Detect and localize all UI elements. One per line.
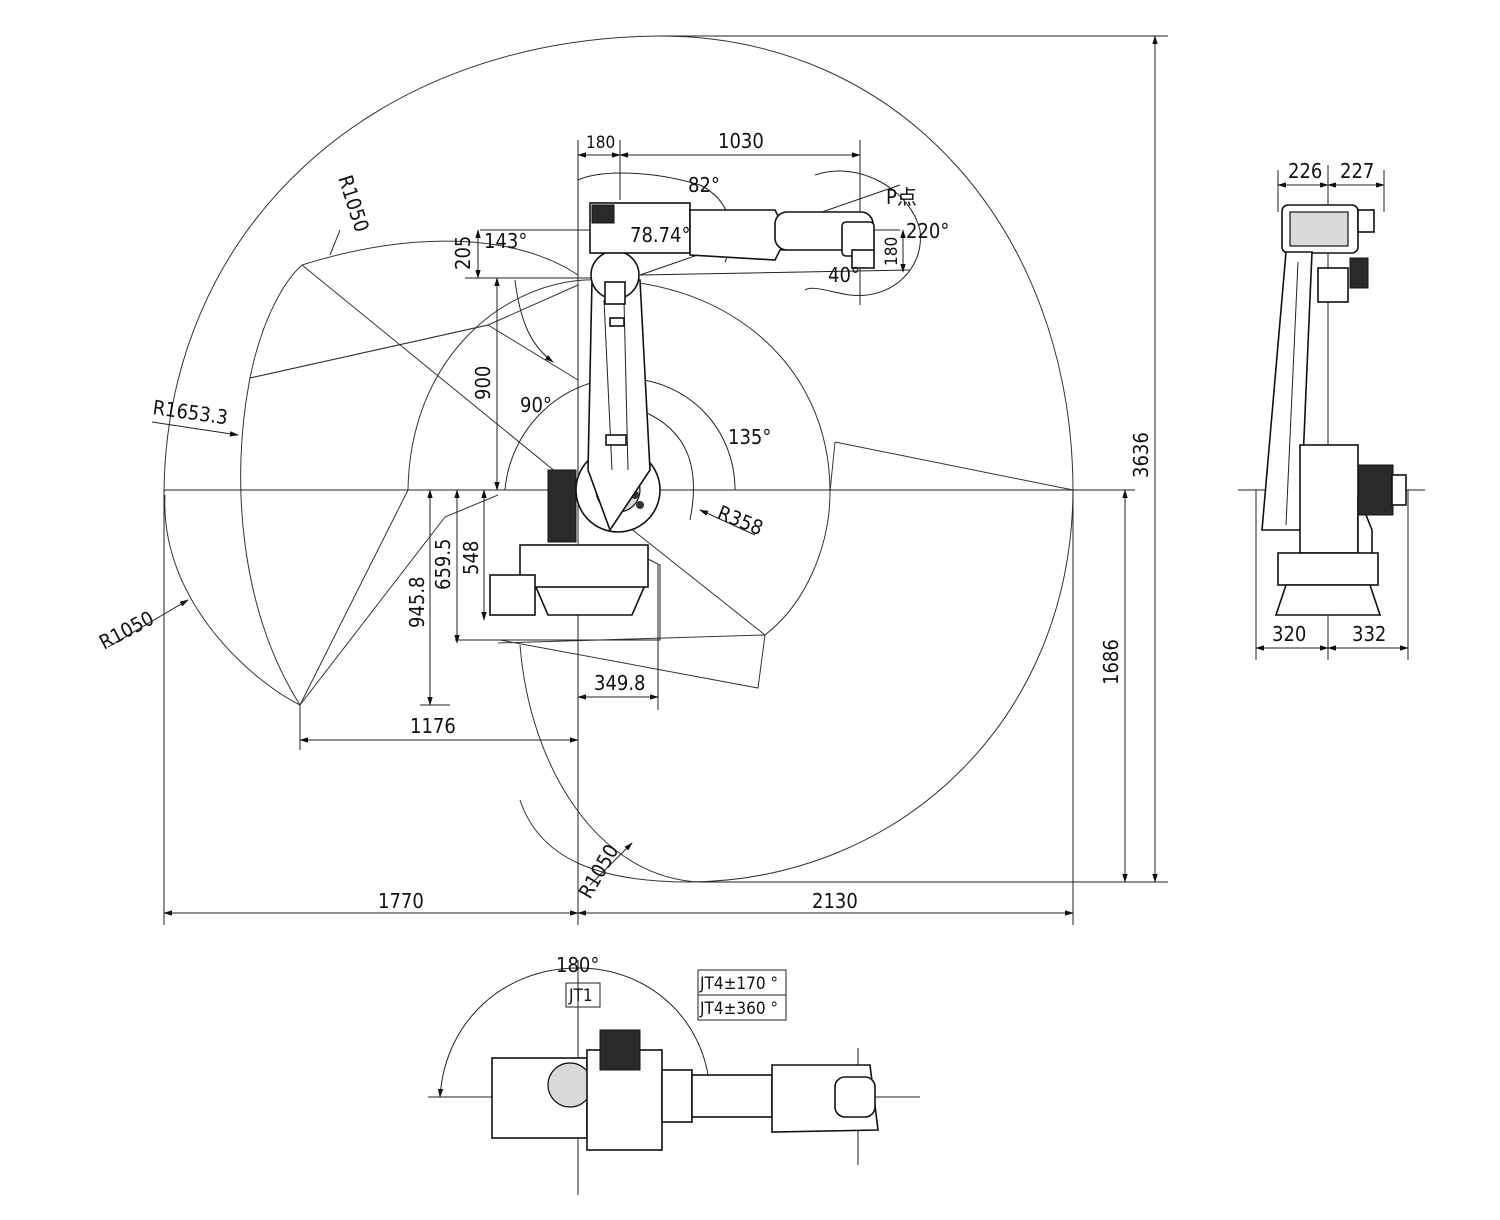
radius-r1653-3: R1653.3 [151,395,229,429]
dim-205: 205 [451,236,475,270]
dim-227: 227 [1340,159,1374,183]
dim-1030: 1030 [718,129,764,153]
front-dimensions: 226 227 320 332 [1255,159,1409,660]
top-angle-180: 180° [556,953,599,977]
robot-front-view [1238,165,1425,660]
dim-332: 332 [1352,622,1386,646]
dim-349-8: 349.8 [594,671,646,695]
top-view-labels: 180° JT1 JT4±170 ° JT4±360 ° [556,953,787,1021]
jt4-range-360: JT4±360 ° [699,999,778,1019]
dim-1770: 1770 [378,889,424,913]
angle-78-74: 78.74° [630,223,691,247]
dim-1686: 1686 [1099,639,1123,685]
dim-180-top: 180 [586,133,615,153]
workspace-envelope [163,35,1074,883]
angle-90: 90° [520,393,552,417]
radius-r1050-left: R1050 [95,606,158,655]
jt4-range-170: JT4±170 ° [699,974,778,994]
side-radii: R1050 R1653.3 R1050 R1050 R358 [95,172,766,902]
dim-548: 548 [459,541,483,575]
dim-945-8: 945.8 [405,577,429,629]
robot-base [533,584,647,616]
dim-2130: 2130 [812,889,858,913]
robot-side-view [489,202,875,616]
angle-82: 82° [688,173,720,197]
side-angles: 82° 143° 78.74° 220° 40° 90° 135° P点 [484,173,949,449]
dim-3636: 3636 [1129,432,1153,478]
radius-r1050-bottom: R1050 [574,840,624,902]
dim-180-wrist: 180 [882,237,902,266]
angle-40: 40° [828,263,860,287]
upper-arm [589,202,691,254]
dim-320: 320 [1272,622,1306,646]
angle-135: 135° [728,425,771,449]
dim-226: 226 [1288,159,1322,183]
reference-axes [163,35,1168,925]
dim-659-5: 659.5 [431,539,455,591]
angle-143: 143° [484,229,527,253]
p-point-label: P点 [886,185,917,209]
robot-top-view [428,960,920,1195]
angle-220: 220° [906,219,949,243]
dim-900: 900 [471,366,495,400]
jt1-label: JT1 [568,986,593,1006]
dim-1176: 1176 [410,714,456,738]
radius-r1050-top: R1050 [333,172,374,235]
side-dimensions: 180 1030 205 900 548 659.5 945.8 349.8 1… [163,35,1158,916]
